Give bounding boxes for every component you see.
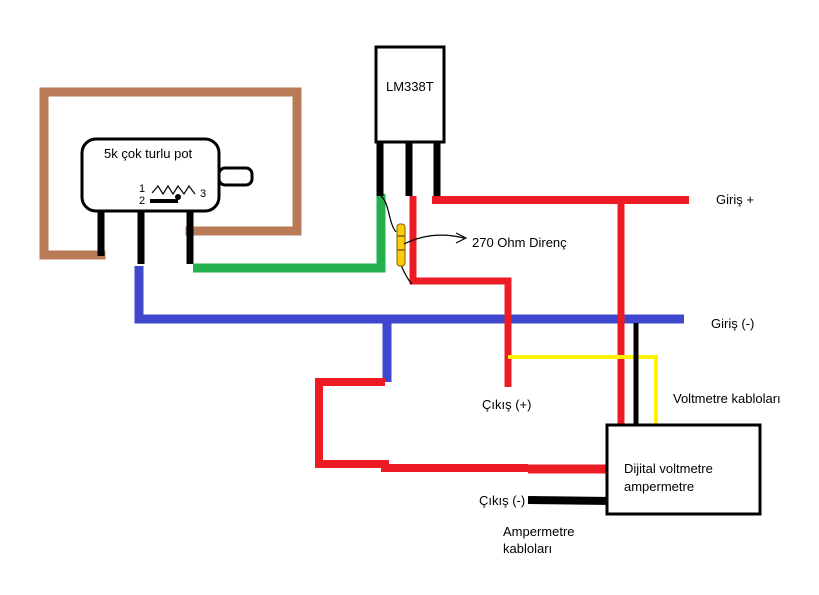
- ammeter-cables-label-line-2: kabloları: [503, 541, 553, 556]
- regulator-label: LM338T: [386, 79, 434, 94]
- green-wire: [193, 194, 386, 273]
- potentiometer-label: 5k çok turlu pot: [104, 146, 193, 161]
- pin-1-label: 1: [139, 183, 146, 195]
- pin-3-label: 3: [200, 188, 207, 200]
- potentiometer-zigzag-symbol: [151, 184, 196, 196]
- arrow-head-icon: [455, 232, 468, 244]
- resistor-lead: [380, 195, 413, 285]
- meter-box: [605, 423, 762, 516]
- voltmeter-cables-label: Voltmetre kabloları: [673, 391, 781, 406]
- ammeter-cables-label-line-1: Ampermetre: [503, 524, 575, 539]
- output-plus-label: Çıkış (+): [482, 397, 532, 412]
- potentiometer-shaft: [217, 166, 254, 187]
- potentiometer-wiper-dot: [175, 194, 181, 200]
- red-wire-return: [315, 378, 528, 472]
- yellow-wire: [508, 355, 658, 426]
- brown-wire: [39, 87, 302, 260]
- red-wire-output: [409, 196, 512, 387]
- regulator-body: [374, 45, 446, 144]
- resistor-body: [396, 223, 406, 267]
- meter-label-line-1: Dijital voltmetre: [624, 461, 713, 476]
- output-minus-label: Çıkış (-): [479, 493, 526, 508]
- pin-2-label: 2: [139, 195, 146, 207]
- input-plus-label: Giriş +: [716, 192, 754, 207]
- resistor-label: 270 Ohm Direnç: [472, 235, 567, 250]
- input-minus-label: Giriş (-): [711, 316, 755, 331]
- blue-wire-main: [134, 266, 684, 324]
- resistor-pointer-arrow: [403, 234, 465, 245]
- meter-label-line-2: ampermetre: [624, 479, 695, 494]
- black-wire-ammeter: [527, 496, 613, 505]
